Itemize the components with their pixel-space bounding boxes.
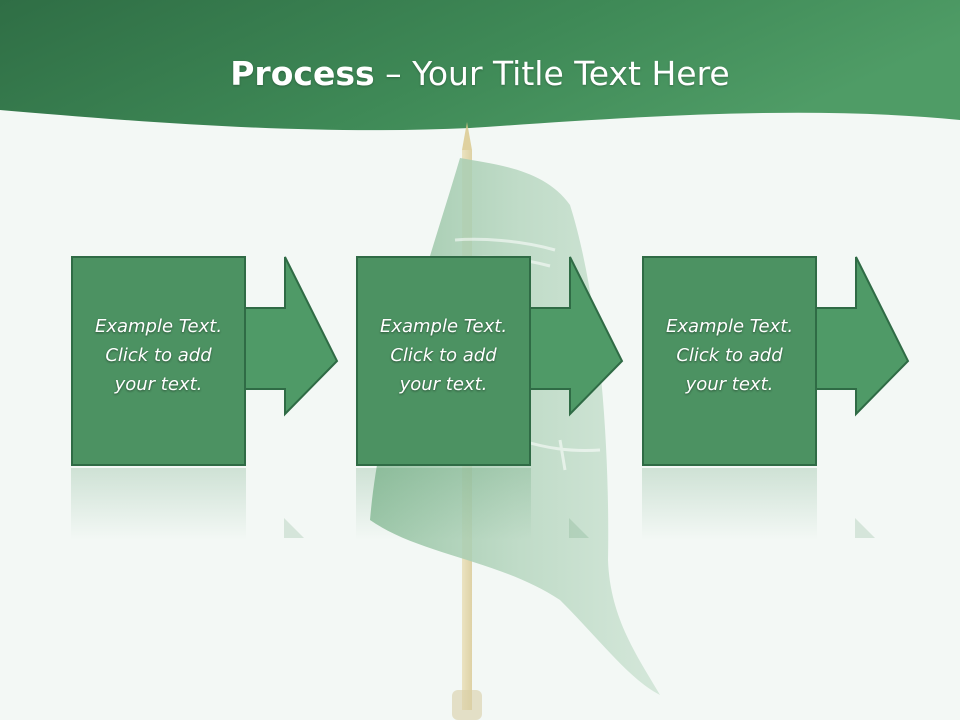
- title-bold: Process: [230, 54, 375, 93]
- process-step-3[interactable]: Example Text. Click to add your text.: [642, 256, 910, 466]
- flag-pole-tip: [462, 122, 472, 150]
- process-step-2[interactable]: Example Text. Click to add your text.: [356, 256, 624, 466]
- step-1-arrow-reflection: [284, 518, 304, 538]
- step-3-arrow: [815, 256, 910, 417]
- flag-base: [452, 690, 482, 720]
- process-step-1[interactable]: Example Text. Click to add your text.: [71, 256, 339, 466]
- step-2-box: [356, 256, 531, 466]
- step-1-text[interactable]: Example Text. Click to add your text.: [94, 316, 223, 395]
- step-2-arrow: [529, 256, 624, 417]
- step-3-text[interactable]: Example Text. Click to add your text.: [665, 316, 794, 395]
- step-3-reflection: [642, 468, 817, 540]
- step-1-arrow: [244, 256, 339, 417]
- slide-title[interactable]: Process – Your Title Text Here: [0, 52, 960, 96]
- step-2-shape: [356, 256, 624, 466]
- step-3-shape: [642, 256, 910, 466]
- header-band: [0, 0, 960, 131]
- step-2-arrow-reflection: [569, 518, 589, 538]
- title-rest: – Your Title Text Here: [374, 54, 730, 93]
- step-2-text[interactable]: Example Text. Click to add your text.: [379, 316, 508, 395]
- step-1-reflection: [71, 468, 246, 540]
- step-1-shape: [71, 256, 339, 466]
- step-2-reflection: [356, 468, 531, 540]
- step-1-box: [71, 256, 246, 466]
- step-3-arrow-reflection: [855, 518, 875, 538]
- step-3-box: [642, 256, 817, 466]
